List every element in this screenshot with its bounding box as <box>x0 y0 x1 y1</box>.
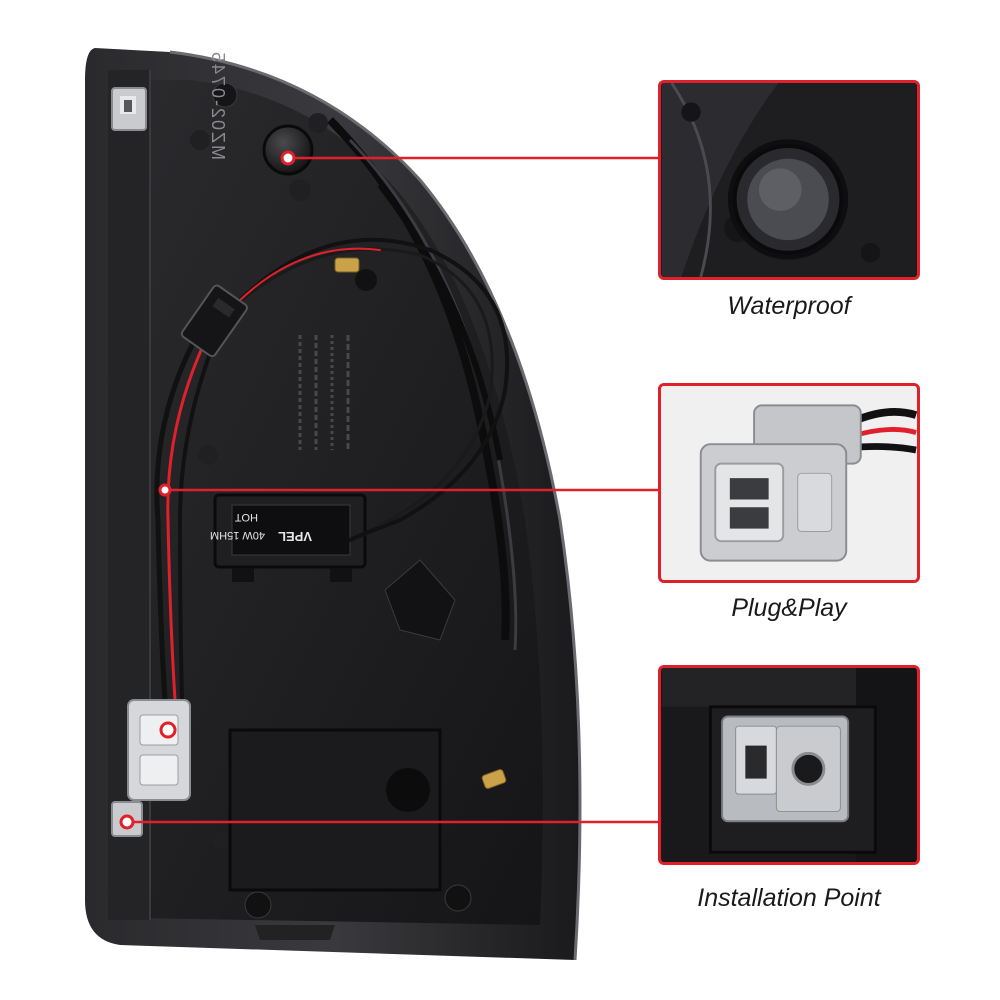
part-number-text: MZ02-0745 <box>208 50 228 160</box>
mounting-clip-icon <box>661 668 917 862</box>
embossed-text-block <box>298 335 350 450</box>
mounting-stud-top <box>334 257 377 291</box>
waterproof-grommet <box>262 124 314 176</box>
wire-connector-icon <box>661 386 917 580</box>
plug-play-detail-box <box>658 383 920 583</box>
installation-detail-box <box>658 665 920 865</box>
wiring-harness <box>154 237 510 703</box>
lens-rim-highlight <box>169 50 582 961</box>
housing-rib-3 <box>377 183 503 461</box>
bottom-mounting-clip <box>111 801 143 837</box>
module-brand-text: VPEL <box>278 529 312 544</box>
bottom-tab <box>255 925 335 940</box>
module-hot-text: HOT <box>235 511 259 523</box>
inline-connector-top <box>180 284 249 358</box>
mounting-stud-bottom <box>481 769 507 789</box>
plug-play-caption: Plug&Play <box>731 594 847 622</box>
plug-marker <box>158 483 172 497</box>
rubber-grommet-icon <box>661 83 917 277</box>
waterproof-caption: Waterproof <box>727 292 851 320</box>
resistor-module: VPEL 40W 15HM HOT <box>210 493 367 582</box>
white-plug-connector <box>127 699 191 801</box>
waterproof-marker <box>280 150 296 166</box>
housing-fin <box>384 559 456 641</box>
waterproof-detail-box <box>658 80 920 280</box>
module-rating-text: 40W 15HM <box>210 529 265 541</box>
installation-caption: Installation Point <box>697 884 881 912</box>
top-mounting-clip <box>111 87 147 131</box>
